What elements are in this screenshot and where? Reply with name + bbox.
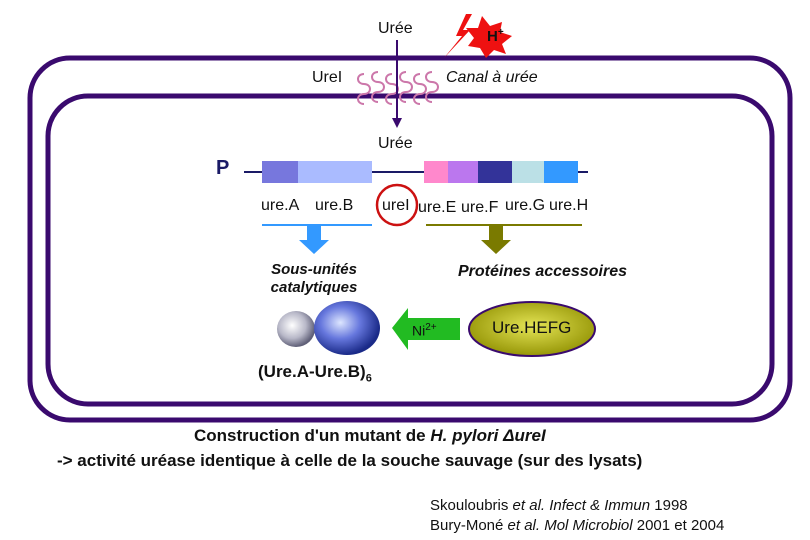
reference-2: Bury-Moné et al. Mol Microbiol 2001 et 2… [430,516,724,535]
caption-line-2: -> activité uréase identique à celle de … [57,451,643,470]
urease-small-subunit [277,311,315,347]
gene-label-ureF: ure.F [461,199,499,216]
gene-block-ureI [424,161,448,183]
urease-large-subunit [314,301,380,355]
gene-label-ureB: ure.B [315,197,354,214]
accessory-proteins-label: Protéines accessoires [458,263,627,280]
urease-enzyme-label: (Ure.A-Ure.B)6 [258,362,372,384]
urei-deletion-circle [375,183,419,227]
nickel-text: Ni [412,322,426,339]
gene-block-ureB [298,161,372,183]
caption-prefix: Construction d'un mutant de [194,426,431,445]
ref1-journal: et al. Infect & Immun [512,497,651,514]
urea-inside-label: Urée [378,135,413,152]
proton-charge: + [497,27,504,38]
gene-blocks [262,161,578,183]
ref2-authors: Bury-Moné [430,517,508,534]
gene-label-ureI: ureI [382,197,410,214]
urease-enzyme-text: (Ure.A-Ure.B) [258,362,366,381]
outer-membrane [27,55,793,423]
accessory-arrow-icon [481,226,511,254]
proton-text: H [487,28,498,45]
caption-line-1: Construction d'un mutant de H. pylori Δu… [194,426,546,446]
gene-label-ureH: ure.H [549,197,589,214]
proton-label: H+ [487,27,504,45]
caption-species: H. pylori [430,426,499,445]
reference-1: Skouloubris et al. Infect & Immun 1998 [430,496,688,515]
gene-label-ureG: ure.G [505,197,546,214]
ure-hefg-complex [468,301,596,357]
gene-label-ureA: ure.A [261,197,300,214]
caption-mutant: ΔureI [498,426,546,445]
urea-outside-label: Urée [378,20,413,37]
ref2-journal: et al. Mol Microbiol [507,517,633,534]
catalytic-arrow-icon [299,226,329,254]
urea-arrowhead [392,118,402,128]
gene-block-ureG [512,161,544,183]
gene-block-ureE [448,161,478,183]
lightning-icon [444,14,472,58]
gene-block-ureH [544,161,578,183]
inner-membrane [45,93,775,407]
proton-star-icon [466,16,512,58]
promoter-label: P [216,157,230,179]
catalytic-subunits-label: Sous-unités catalytiques [270,261,358,296]
gene-block-ureF [478,161,512,183]
nickel-arrow-icon [392,308,460,350]
ref1-authors: Skouloubris [430,497,513,514]
ref2-year: 2001 et 2004 [632,517,725,534]
gene-block-ureA [262,161,298,183]
channel-description: Canal à urée [446,69,538,86]
ure-hefg-label: Ure.HEFG [492,318,572,337]
urei-channel-label: UreI [312,69,343,86]
ref1-year: 1998 [650,497,688,514]
nickel-label: Ni2+ [412,322,437,339]
gene-label-ureE: ure.E [418,199,457,216]
urease-enzyme-stoich: 6 [365,372,372,385]
nickel-charge: 2+ [425,322,437,333]
